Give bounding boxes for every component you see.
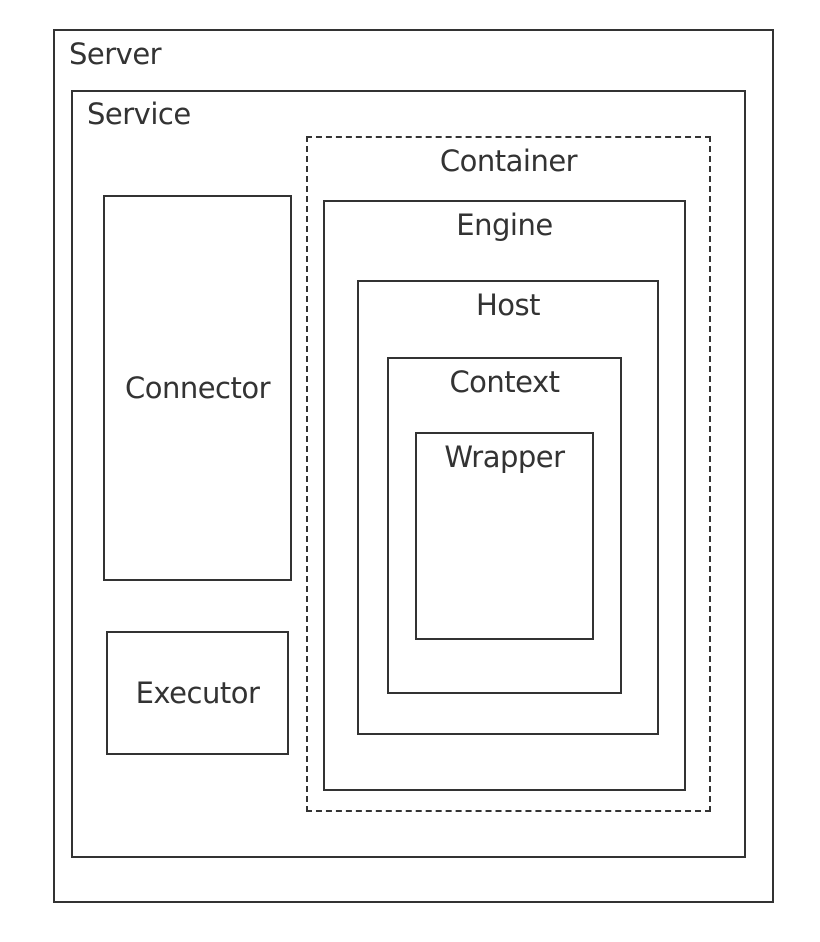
host-label: Host xyxy=(475,288,541,322)
connector-box: Connector xyxy=(103,195,292,581)
wrapper-label: Wrapper xyxy=(444,440,565,474)
service-label: Service xyxy=(87,97,191,131)
container-label: Container xyxy=(439,144,578,178)
wrapper-box: Wrapper xyxy=(415,432,594,640)
engine-box: Engine xyxy=(323,200,686,791)
connector-label: Connector xyxy=(124,371,271,405)
host-box: Host xyxy=(357,280,659,735)
executor-label: Executor xyxy=(135,676,260,710)
context-label: Context xyxy=(449,365,560,399)
service-box: Service xyxy=(71,90,746,858)
server-label: Server xyxy=(69,37,162,71)
engine-label: Engine xyxy=(456,208,553,242)
executor-box: Executor xyxy=(106,631,289,755)
server-box: Server xyxy=(53,29,774,903)
context-box: Context xyxy=(387,357,622,694)
container-box: Container xyxy=(306,136,711,812)
